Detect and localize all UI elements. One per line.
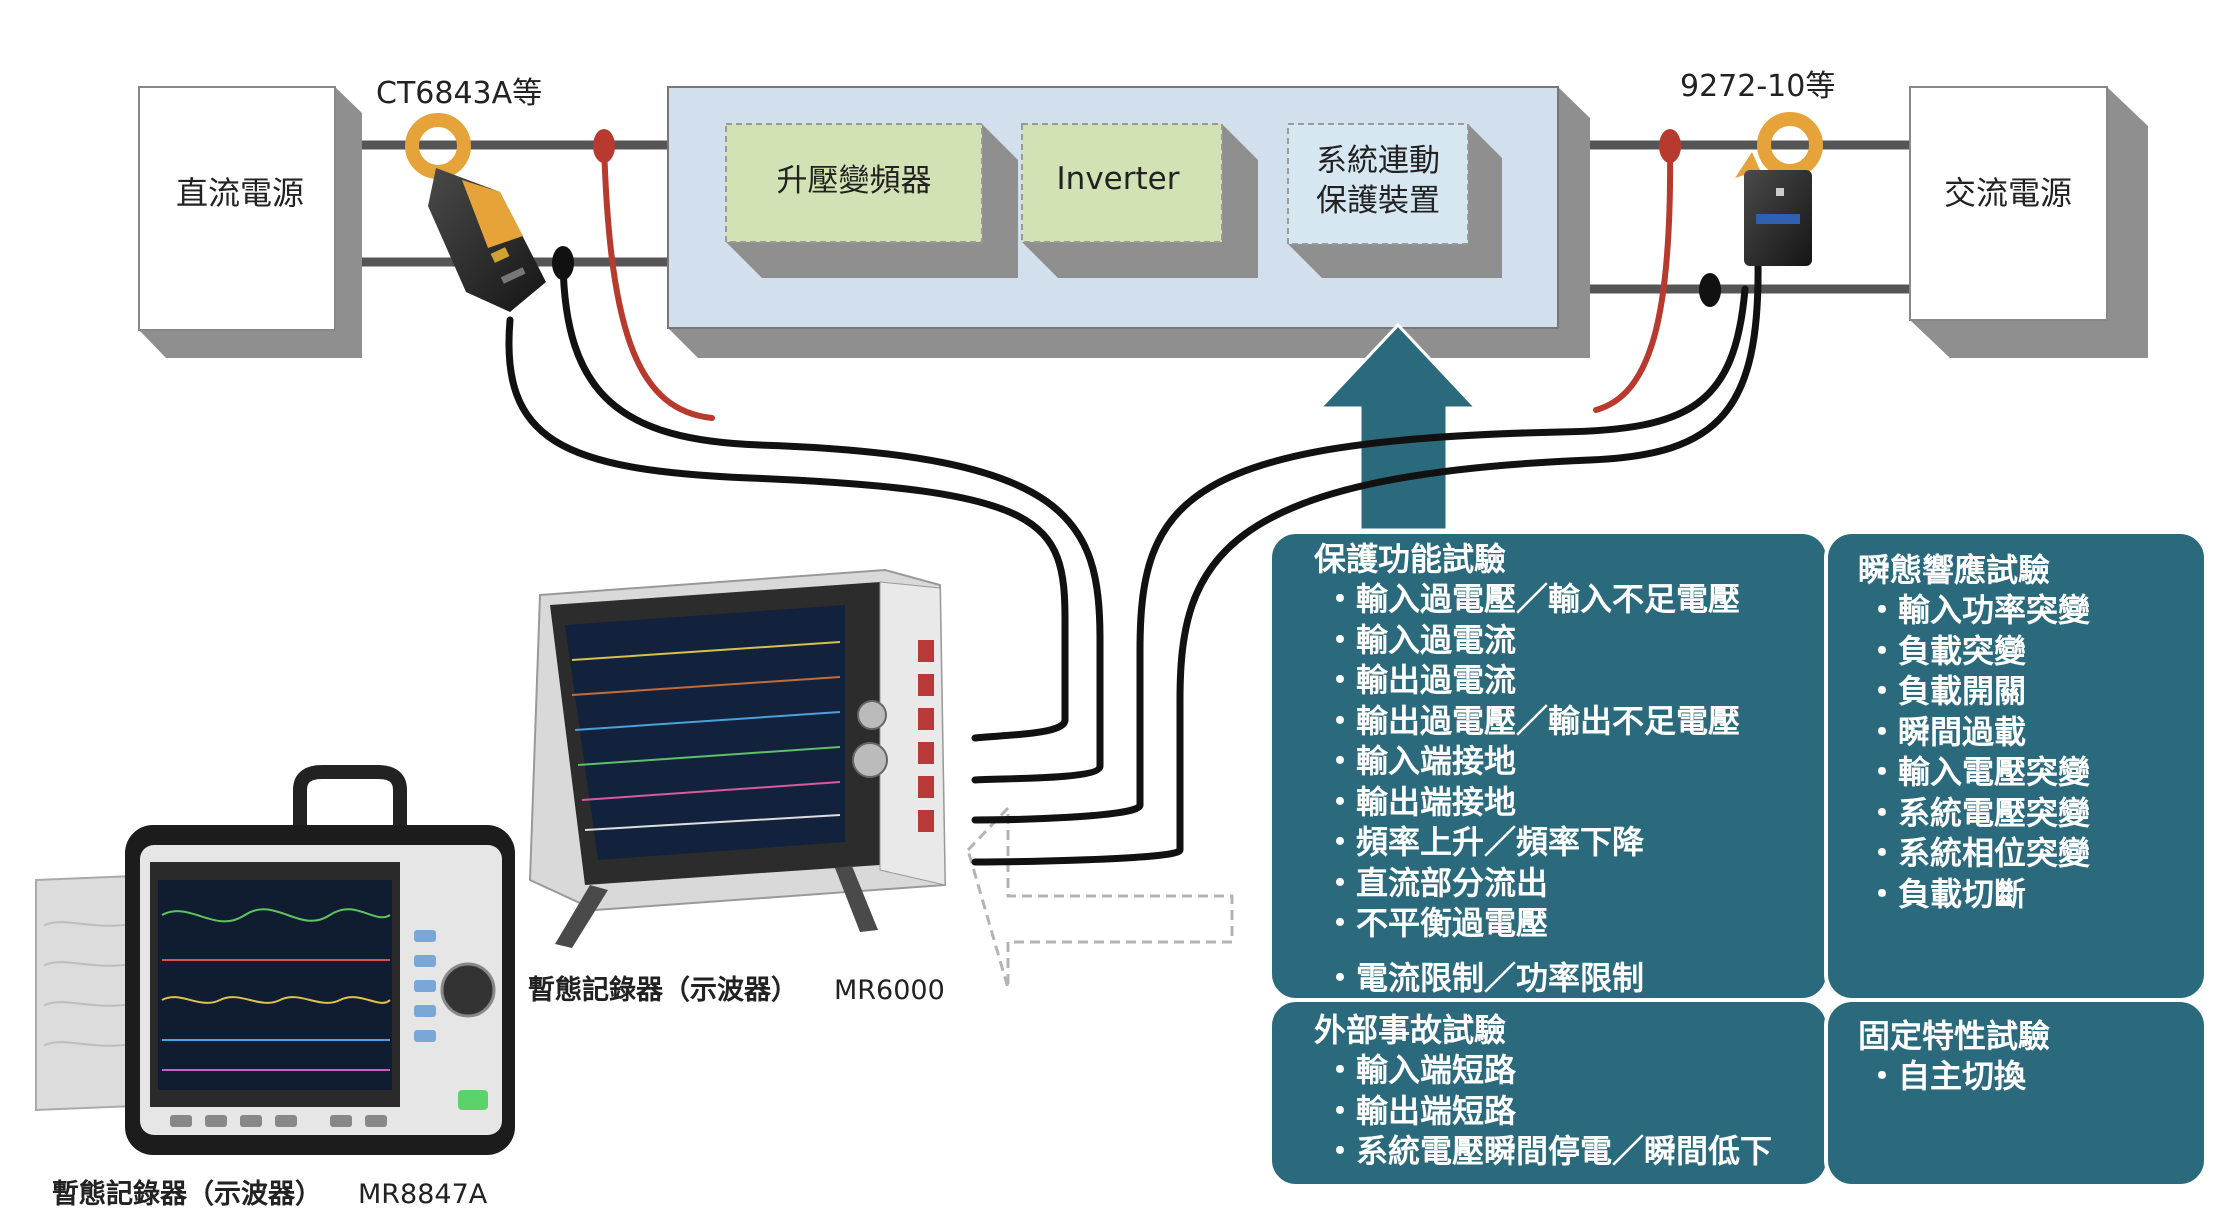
- protection-test-list: 輸入過電壓／輸入不足電壓 輸入過電流 輸出過電流 輸出過電壓／輸出不足電壓 輸入…: [1314, 579, 1810, 998]
- recorder-pointer-arrow: [966, 804, 1234, 989]
- transient-test-title: 瞬態響應試驗: [1858, 551, 2051, 589]
- protection-device-label-2: 保護裝置: [1316, 183, 1440, 219]
- inverter-label: Inverter: [1057, 161, 1180, 197]
- right-current-clamp-icon: [1735, 112, 1823, 266]
- protection-test-panel: 保護功能試驗 輸入過電壓／輸入不足電壓 輸入過電流 輸出過電流 輸出過電壓／輸出…: [1268, 530, 1830, 1002]
- right-clamp-label: 9272-10等: [1680, 69, 1835, 104]
- voltage-probe-cables: [601, 142, 1674, 421]
- mr8847a-model: MR8847A: [358, 1179, 488, 1210]
- transient-test-list: 輸入功率突變 負載突變 負載開關 瞬間過載 輸入電壓突變 系統電壓突變 系統相位…: [1858, 590, 2188, 914]
- external-fault-test-panel: 外部事故試驗 輸入端短路 輸出端短路 系統電壓瞬間停電／瞬間低下: [1268, 998, 1830, 1188]
- list-item: 負載開關: [1866, 671, 2188, 712]
- list-item: 輸出端接地: [1324, 782, 1810, 823]
- dc-source-label: 直流電源: [176, 174, 304, 212]
- ac-power-source: 交流電源: [1909, 86, 2148, 358]
- mr6000-model: MR6000: [834, 975, 945, 1006]
- list-item: 輸入過電流: [1324, 620, 1810, 661]
- mr6000-recorder-icon: [528, 568, 947, 948]
- list-item: 輸入端短路: [1324, 1050, 1818, 1091]
- list-item: 負載突變: [1866, 631, 2188, 672]
- list-item: 系統電壓瞬間停電／瞬間低下: [1324, 1131, 1818, 1172]
- external-fault-test-list: 輸入端短路 輸出端短路 系統電壓瞬間停電／瞬間低下: [1314, 1050, 1818, 1172]
- list-item: 系統電壓突變: [1866, 793, 2188, 834]
- protection-device-box: 系統連動 保護裝置: [1287, 123, 1502, 278]
- fixed-characteristic-test-panel: 固定特性試驗 自主切換: [1824, 998, 2208, 1188]
- list-item: 系統相位突變: [1866, 833, 2188, 874]
- list-item: 電流限制／功率限制: [1324, 958, 1810, 999]
- list-item: 輸出過電流: [1324, 660, 1810, 701]
- probe-tips: [552, 129, 1721, 307]
- list-item: 輸出端短路: [1324, 1091, 1818, 1132]
- inverter-box: Inverter: [1021, 123, 1258, 278]
- list-item: 自主切換: [1866, 1056, 2188, 1097]
- list-item: 頻率上升／頻率下降: [1324, 822, 1810, 863]
- left-current-clamp-icon: [405, 113, 546, 312]
- list-item: 輸入端接地: [1324, 741, 1810, 782]
- mr8847a-recorder-icon: [35, 765, 515, 1155]
- boost-converter-label: 升壓變頻器: [777, 163, 932, 199]
- external-fault-test-title: 外部事故試驗: [1314, 1011, 1507, 1049]
- list-item: 負載切斷: [1866, 874, 2188, 915]
- mr6000-caption: 暫態記錄器（示波器） MR6000: [528, 968, 945, 1007]
- mr8847a-name: 暫態記錄器（示波器）: [52, 1179, 322, 1210]
- transient-test-panel: 瞬態響應試驗 輸入功率突變 負載突變 負載開關 瞬間過載 輸入電壓突變 系統電壓…: [1824, 530, 2208, 1002]
- list-item: 輸入過電壓／輸入不足電壓: [1324, 579, 1810, 620]
- protection-device-label-1: 系統連動: [1316, 143, 1440, 179]
- list-item: 輸入功率突變: [1866, 590, 2188, 631]
- dc-power-source: 直流電源: [138, 86, 362, 358]
- list-item: 不平衡過電壓: [1324, 903, 1810, 944]
- mr6000-name: 暫態記錄器（示波器）: [528, 975, 798, 1006]
- list-item: 輸入電壓突變: [1866, 752, 2188, 793]
- mr8847a-caption: 暫態記錄器（示波器） MR8847A: [52, 1172, 487, 1211]
- measurement-cables: [505, 258, 1762, 866]
- protection-test-title: 保護功能試驗: [1314, 540, 1507, 578]
- ac-source-label: 交流電源: [1944, 174, 2072, 212]
- fixed-characteristic-test-title: 固定特性試驗: [1858, 1017, 2051, 1055]
- boost-converter-box: 升壓變頻器: [725, 123, 1018, 278]
- fixed-characteristic-test-list: 自主切換: [1858, 1056, 2188, 1097]
- list-item: 瞬間過載: [1866, 712, 2188, 753]
- list-item: 輸出過電壓／輸出不足電壓: [1324, 701, 1810, 742]
- left-clamp-label: CT6843A等: [376, 76, 542, 111]
- list-item: 直流部分流出: [1324, 863, 1810, 904]
